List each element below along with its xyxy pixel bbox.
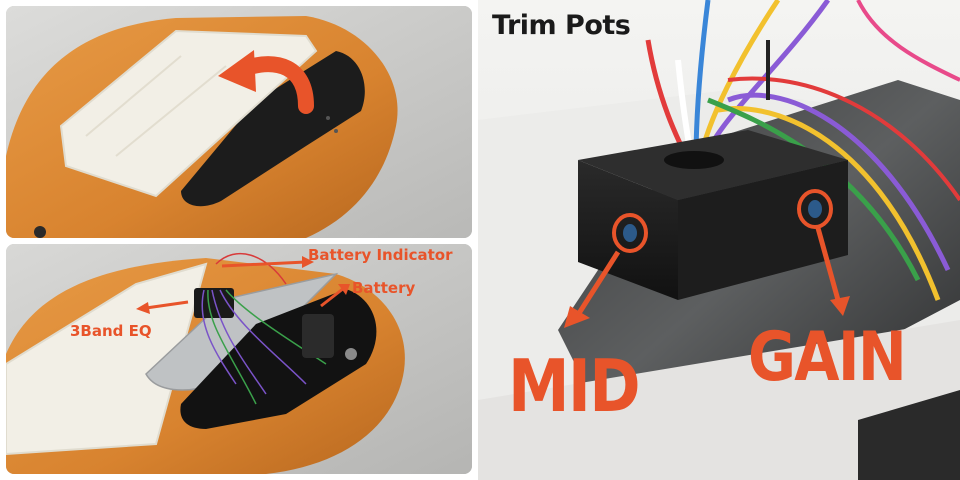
guitar-body-covered-illustration <box>6 6 472 238</box>
eq-label: 3Band EQ <box>70 322 152 340</box>
gain-pot-ring <box>797 189 833 229</box>
grommet <box>664 151 724 169</box>
gain-trim-pot <box>808 200 822 218</box>
photo-open-cavity <box>6 244 472 474</box>
trim-pots-title: Trim Pots <box>492 10 631 41</box>
gain-label: GAIN <box>748 318 907 397</box>
preamp-module <box>194 288 234 318</box>
arrow-battery-indicator-head <box>302 256 314 268</box>
arrow-eq-head <box>136 302 150 314</box>
curved-arrow-head <box>218 50 256 92</box>
arrow-mid-head <box>564 306 590 328</box>
arrow-gain-head <box>830 296 850 316</box>
pickguard <box>181 51 365 207</box>
table-edge <box>858 390 960 480</box>
wires <box>201 289 307 395</box>
arrow-battery-shaft <box>320 286 345 308</box>
mid-pot-ring <box>612 213 648 253</box>
wire-yellow-loop <box>717 106 941 301</box>
guitar-body-open-illustration <box>6 244 472 474</box>
arrow-eq-shaft <box>145 300 189 310</box>
wires <box>215 253 287 285</box>
battery <box>302 314 334 358</box>
screw <box>326 116 330 120</box>
wire-red-loop <box>727 76 960 202</box>
photo-trim-pots <box>478 0 960 480</box>
arrow-mid-shaft <box>573 250 621 320</box>
arrow-battery-indicator-shaft <box>221 260 307 268</box>
foreground-surface <box>478 320 960 480</box>
arrow-battery-head <box>338 284 350 295</box>
battery-indicator-label: Battery Indicator <box>308 246 453 264</box>
wire-purple-loop <box>727 92 951 272</box>
curved-arrow-shaft <box>238 56 314 114</box>
arrow-gain-shaft <box>815 227 841 301</box>
preamp-closeup-illustration <box>478 0 960 480</box>
screw <box>334 129 338 133</box>
mid-label: MID <box>508 344 641 428</box>
mid-trim-pot <box>623 224 637 242</box>
cloth-fold <box>85 55 227 157</box>
output-jack <box>345 348 357 360</box>
photo-covered-cavity <box>6 6 472 238</box>
jack <box>34 226 46 238</box>
battery-label: Battery <box>352 279 416 297</box>
wire-pink <box>856 0 960 82</box>
